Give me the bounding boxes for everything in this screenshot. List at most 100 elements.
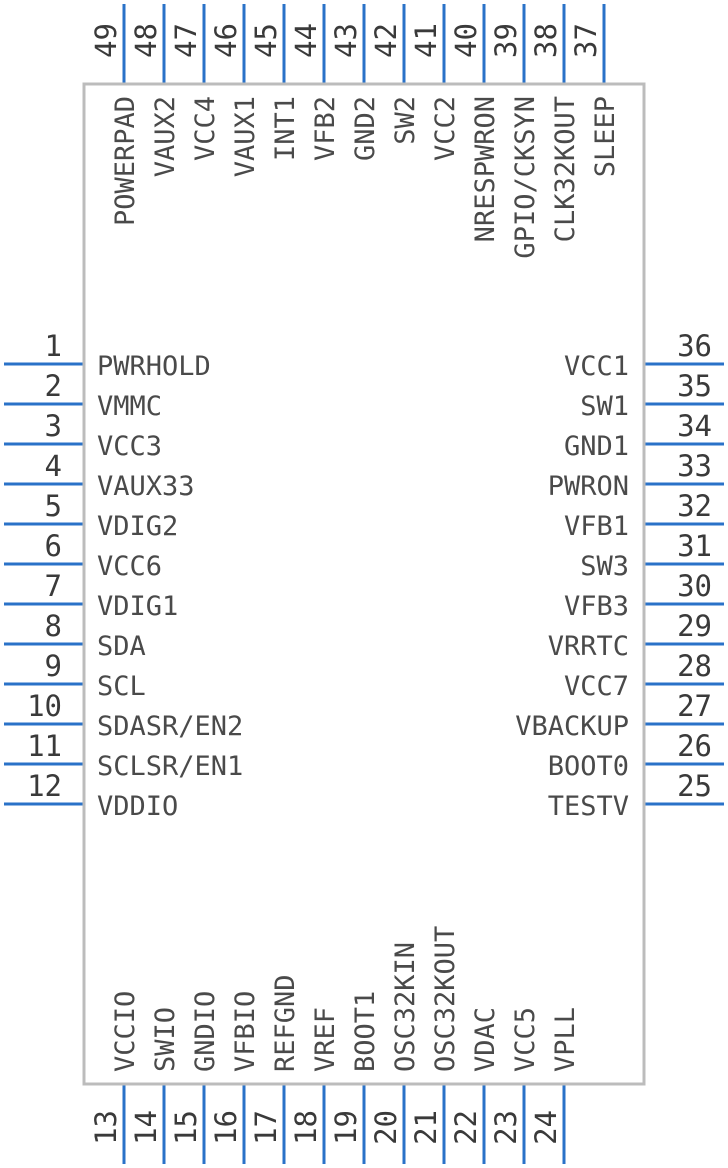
pin-46-name: VAUX1 [230, 96, 261, 177]
pin-19-name: BOOT1 [350, 991, 381, 1072]
pin-30-number: 30 [677, 569, 712, 603]
pin-18-number: 18 [289, 1110, 323, 1145]
pin-4-number: 4 [45, 449, 62, 483]
pin-13-number: 13 [89, 1110, 123, 1145]
pin-20-name: OSC32KIN [390, 942, 421, 1072]
pin-29-number: 29 [677, 609, 712, 643]
pin-23-name: VCC5 [510, 1007, 541, 1072]
pin-8-name: SDA [97, 631, 146, 662]
pin-19-number: 19 [329, 1110, 363, 1145]
pin-36-name: VCC1 [564, 351, 629, 382]
pin-35-name: SW1 [580, 391, 629, 422]
pin-32-number: 32 [677, 489, 712, 523]
pin-25-number: 25 [677, 769, 712, 803]
pin-18-name: VREF [310, 1007, 341, 1072]
pin-14-number: 14 [129, 1110, 163, 1145]
pin-16-name: VFBIO [230, 991, 261, 1072]
pin-45-name: INT1 [270, 96, 301, 161]
pin-27-number: 27 [677, 689, 712, 723]
pin-17-name: REFGND [270, 974, 301, 1072]
pin-3-name: VCC3 [97, 431, 162, 462]
pin-34-name: GND1 [564, 431, 629, 462]
pin-41-name: VCC2 [430, 96, 461, 161]
pin-24-name: VPLL [550, 1007, 581, 1072]
pin-2-name: VMMC [97, 391, 162, 422]
pin-20-number: 20 [369, 1110, 403, 1145]
pin-4-name: VAUX33 [97, 471, 195, 502]
pin-43-name: GND2 [350, 96, 381, 161]
pin-21-name: OSC32KOUT [430, 926, 461, 1072]
pin-5-name: VDIG2 [97, 511, 178, 542]
pin-9-name: SCL [97, 671, 146, 702]
pin-21-number: 21 [409, 1110, 443, 1145]
pin-12-name: VDDIO [97, 791, 178, 822]
pin-28-name: VCC7 [564, 671, 629, 702]
pin-32-name: VFB1 [564, 511, 629, 542]
pin-42-name: SW2 [390, 96, 421, 145]
pin-46-number: 46 [209, 23, 243, 58]
pin-26-number: 26 [677, 729, 712, 763]
ic-body [82, 82, 646, 1086]
pin-24-number: 24 [529, 1110, 563, 1145]
pin-6-number: 6 [45, 529, 62, 563]
pin-33-number: 33 [677, 449, 712, 483]
pin-22-number: 22 [449, 1110, 483, 1145]
pin-26-name: BOOT0 [548, 751, 629, 782]
pin-5-number: 5 [45, 489, 62, 523]
pin-17-number: 17 [249, 1110, 283, 1145]
pin-40-name: NRESPWRON [470, 96, 501, 242]
pin-31-name: SW3 [580, 551, 629, 582]
pin-40-number: 40 [449, 23, 483, 58]
pin-11-name: SCLSR/EN1 [97, 751, 243, 782]
pin-45-number: 45 [249, 23, 283, 58]
pin-23-number: 23 [489, 1110, 523, 1145]
pin-10-number: 10 [27, 689, 62, 723]
pin-36-number: 36 [677, 329, 712, 363]
pin-34-number: 34 [677, 409, 712, 443]
pin-35-number: 35 [677, 369, 712, 403]
pin-28-number: 28 [677, 649, 712, 683]
pin-6-name: VCC6 [97, 551, 162, 582]
pin-37-name: SLEEP [590, 96, 621, 177]
pin-43-number: 43 [329, 23, 363, 58]
pin-2-number: 2 [45, 369, 62, 403]
pin-49-number: 49 [89, 23, 123, 58]
pin-49-name: POWERPAD [110, 96, 141, 226]
pin-11-number: 11 [27, 729, 62, 763]
pin-22-name: VDAC [470, 1007, 501, 1072]
pin-37-number: 37 [569, 23, 603, 58]
pin-7-number: 7 [45, 569, 62, 603]
pin-27-name: VBACKUP [515, 711, 629, 742]
pin-15-number: 15 [169, 1110, 203, 1145]
pin-38-name: CLK32KOUT [550, 96, 581, 242]
pin-42-number: 42 [369, 23, 403, 58]
pin-39-name: GPIO/CKSYN [510, 96, 541, 259]
pin-30-name: VFB3 [564, 591, 629, 622]
pin-47-number: 47 [169, 23, 203, 58]
pin-48-name: VAUX2 [150, 96, 181, 177]
pin-48-number: 48 [129, 23, 163, 58]
pin-47-name: VCC4 [190, 96, 221, 161]
pin-10-name: SDASR/EN2 [97, 711, 243, 742]
pin-39-number: 39 [489, 23, 523, 58]
pin-41-number: 41 [409, 23, 443, 58]
pin-3-number: 3 [45, 409, 62, 443]
pin-33-name: PWRON [548, 471, 629, 502]
pin-1-number: 1 [45, 329, 62, 363]
pin-31-number: 31 [677, 529, 712, 563]
pin-38-number: 38 [529, 23, 563, 58]
pin-16-number: 16 [209, 1110, 243, 1145]
pin-44-name: VFB2 [310, 96, 341, 161]
pin-15-name: GNDIO [190, 991, 221, 1072]
pin-29-name: VRRTC [548, 631, 629, 662]
pin-8-number: 8 [45, 609, 62, 643]
pin-44-number: 44 [289, 23, 323, 58]
pin-9-number: 9 [45, 649, 62, 683]
pin-lines [4, 4, 724, 1164]
pin-14-name: SWIO [150, 1007, 181, 1072]
pin-1-name: PWRHOLD [97, 351, 211, 382]
pin-12-number: 12 [27, 769, 62, 803]
pin-7-name: VDIG1 [97, 591, 178, 622]
